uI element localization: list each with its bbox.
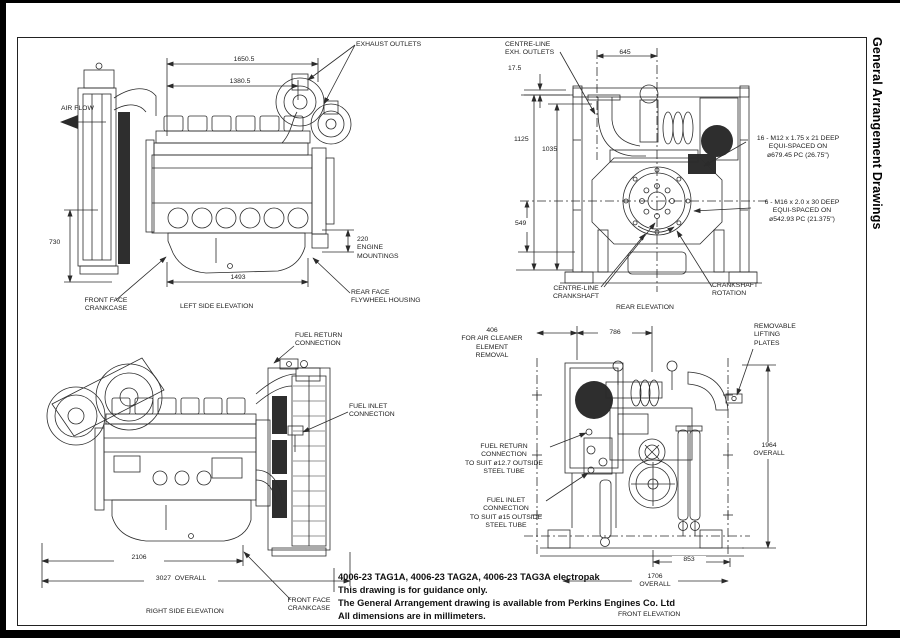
front-elevation-title: FRONT ELEVATION xyxy=(618,611,681,618)
dim-645-label: 645 xyxy=(619,49,631,56)
availability-note: The General Arrangement drawing is avail… xyxy=(338,598,676,608)
engine-mountings-label: 220 ENGINE MOUNTINGS xyxy=(357,236,399,260)
rear-elevation-drawing xyxy=(516,48,768,292)
dim-853-label: 853 xyxy=(672,556,706,565)
air-flow-arrow-icon xyxy=(60,115,78,129)
bolt-circle-m16-label: 6 - M16 x 2.0 x 30 DEEP EQUI-SPACED ON ø… xyxy=(764,199,840,223)
fuel-return-label: FUEL RETURN CONNECTION xyxy=(295,332,343,348)
air-cleaner-removal-label: 406 FOR AIR CLEANER ELEMENT REMOVAL xyxy=(461,327,523,359)
drawing-border-frame xyxy=(17,37,867,626)
centre-line-crankshaft-label: CENTRE-LINE CRANKSHAFT xyxy=(552,285,600,301)
right-side-elevation-drawing xyxy=(41,345,351,600)
fuel-inlet-tube-label: FUEL INLET CONNECTION TO SUIT ø15 OUTSID… xyxy=(469,497,543,529)
rear-elevation-title: REAR ELEVATION xyxy=(616,304,674,311)
dim-1964-label: 1964 OVERALL xyxy=(744,442,794,459)
dim-1493-label: 1493 xyxy=(230,274,246,281)
removable-lifting-plates-label: REMOVABLE LIFTING PLATES xyxy=(754,323,796,347)
units-note: All dimensions are in millimeters. xyxy=(338,611,486,621)
front-face-crankcase-label: FRONT FACE CRANKCASE xyxy=(84,297,128,313)
dim-17-5-label: 17.5 xyxy=(508,65,522,72)
front-elevation-drawing xyxy=(333,326,776,592)
crankshaft-rotation-label: CRANKSHAFT ROTATION xyxy=(712,282,759,298)
bolt-circle-m12-label: 16 - M12 x 1.75 x 21 DEEP EQUI-SPACED ON… xyxy=(756,135,840,159)
dim-1125-label: 1125 xyxy=(514,136,529,143)
fuel-return-tube-label: FUEL RETURN CONNECTION TO SUIT ø12.7 OUT… xyxy=(465,443,543,475)
centre-line-exh-label: CENTRE-LINE EXH. OUTLETS xyxy=(505,41,555,57)
dim-1650-label: 1650.5 xyxy=(233,56,255,63)
front-face-crankcase-label-2: FRONT FACE CRANKCASE xyxy=(287,597,331,613)
dim-3027-label: 3027 OVERALL xyxy=(144,575,218,584)
dim-786-label: 786 xyxy=(598,329,632,338)
left-side-elevation-drawing xyxy=(60,44,356,301)
rear-face-flywheel-label: REAR FACE FLYWHEEL HOUSING xyxy=(351,289,421,305)
right-side-elevation-title: RIGHT SIDE ELEVATION xyxy=(146,608,224,615)
model-designation-note: 4006-23 TAG1A, 4006-23 TAG2A, 4006-23 TA… xyxy=(338,572,600,582)
exhaust-outlets-label: EXHAUST OUTLETS xyxy=(356,41,422,48)
dim-1035-label: 1035 xyxy=(542,146,558,153)
dim-549-label: 549 xyxy=(515,220,527,227)
left-side-elevation-title: LEFT SIDE ELEVATION xyxy=(180,303,254,310)
fuel-inlet-label: FUEL INLET CONNECTION xyxy=(349,403,395,419)
dim-1380-label: 1380.5 xyxy=(229,78,251,85)
dim-2106-label: 2106 xyxy=(114,554,164,563)
page-title: General Arrangement Drawings xyxy=(870,37,884,230)
dim-730-label: 730 xyxy=(49,239,61,246)
dim-1706-label: 1706 OVERALL xyxy=(632,573,678,590)
guidance-note: This drawing is for guidance only. xyxy=(338,585,488,595)
air-flow-label: AIR FLOW xyxy=(61,105,94,112)
crankshaft-rotation-arrow-icon xyxy=(637,225,675,233)
drawing-sheet xyxy=(6,3,900,630)
